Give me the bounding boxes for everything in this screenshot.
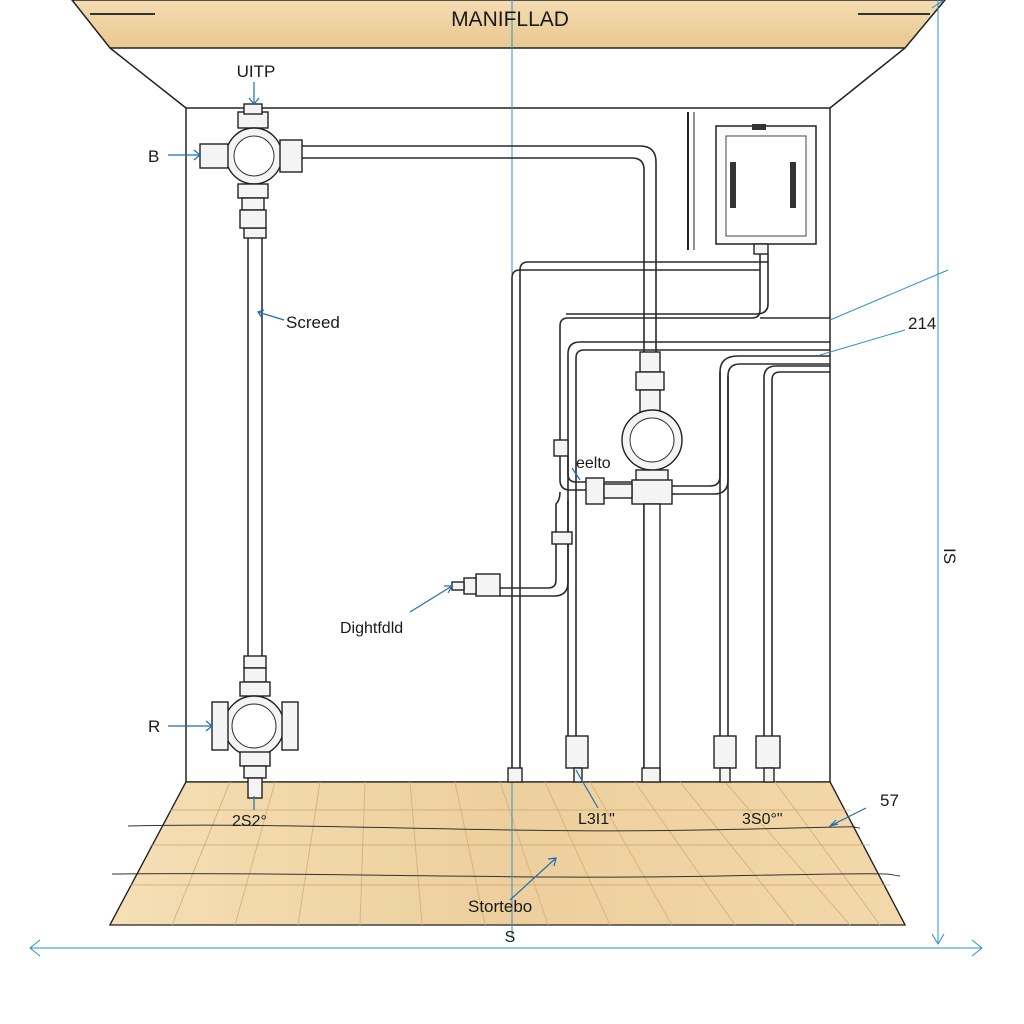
manifold-pipework [511,254,830,780]
label-dim-57: 57 [880,791,899,810]
top-supply-pipe [300,145,657,780]
label-floor-left: 2S2° [232,813,267,830]
branch-fittings [451,439,633,597]
left-riser-pipe [243,227,267,679]
wood-floor [109,781,906,926]
bottom-valve [211,667,299,799]
label-top-valve: UITP [237,62,276,81]
label-bottom-dim: S [505,929,516,946]
control-cabinet [687,112,817,255]
top-valve [199,103,303,229]
label-dim-right-vertical: IS [940,548,959,564]
central-pump [621,351,683,781]
label-left-bottom: R [148,717,160,736]
label-floor-right: 3S0°" [742,811,783,828]
label-side-fitting: Dightfdld [340,620,403,637]
floor-outlets [507,735,781,783]
leader-lines [168,82,867,901]
label-dim-214: 214 [908,314,936,333]
diagram-title: MANIFLLAD [451,8,569,31]
label-manifold-mid: eelto [576,455,611,472]
label-screed: Screed [286,313,340,332]
label-floor-caption: Stortebo [468,897,532,916]
label-floor-mid: L3I1" [578,811,615,828]
label-left-top: B [148,147,159,166]
